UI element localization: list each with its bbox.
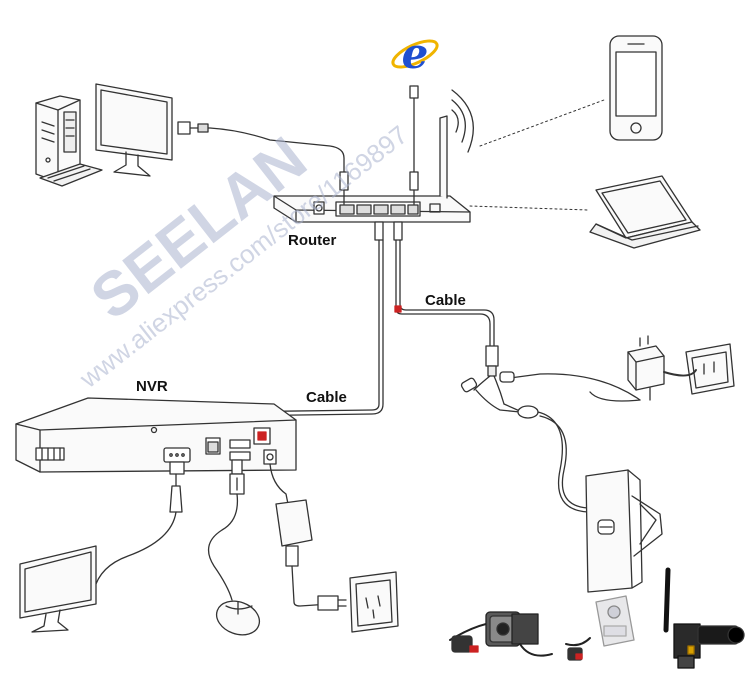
cable-left-label: Cable [306,389,347,406]
wall-outlet-nvr-icon [349,571,399,633]
product-camera-3-icon [663,567,745,669]
product-camera-1-icon [449,611,553,657]
pinhole-camera-icon [585,469,663,593]
router-label: Router [288,232,337,249]
power-adapter-icon [589,335,665,402]
smartphone-icon [609,35,663,141]
nvr-icon [15,397,297,473]
svg-text:e: e [402,29,429,78]
desktop-pc-icon [35,83,173,187]
router-connectors [177,85,419,241]
wall-outlet-icon [663,343,735,395]
cable-nvr-power [269,463,331,607]
cable-top-label: Cable [425,292,466,309]
cable-nvr-to-monitor [93,461,185,591]
mouse-icon [215,600,261,636]
product-camera-2-icon [565,595,635,661]
cable-router-to-camera [394,239,641,513]
plug-icon [317,595,347,611]
router-icon [273,89,474,223]
nvr-label: NVR [136,378,168,395]
cable-nvr-to-mouse [207,459,245,601]
laptop-icon [589,175,701,249]
monitor-icon [19,545,97,633]
internet-explorer-icon: e [391,29,439,78]
